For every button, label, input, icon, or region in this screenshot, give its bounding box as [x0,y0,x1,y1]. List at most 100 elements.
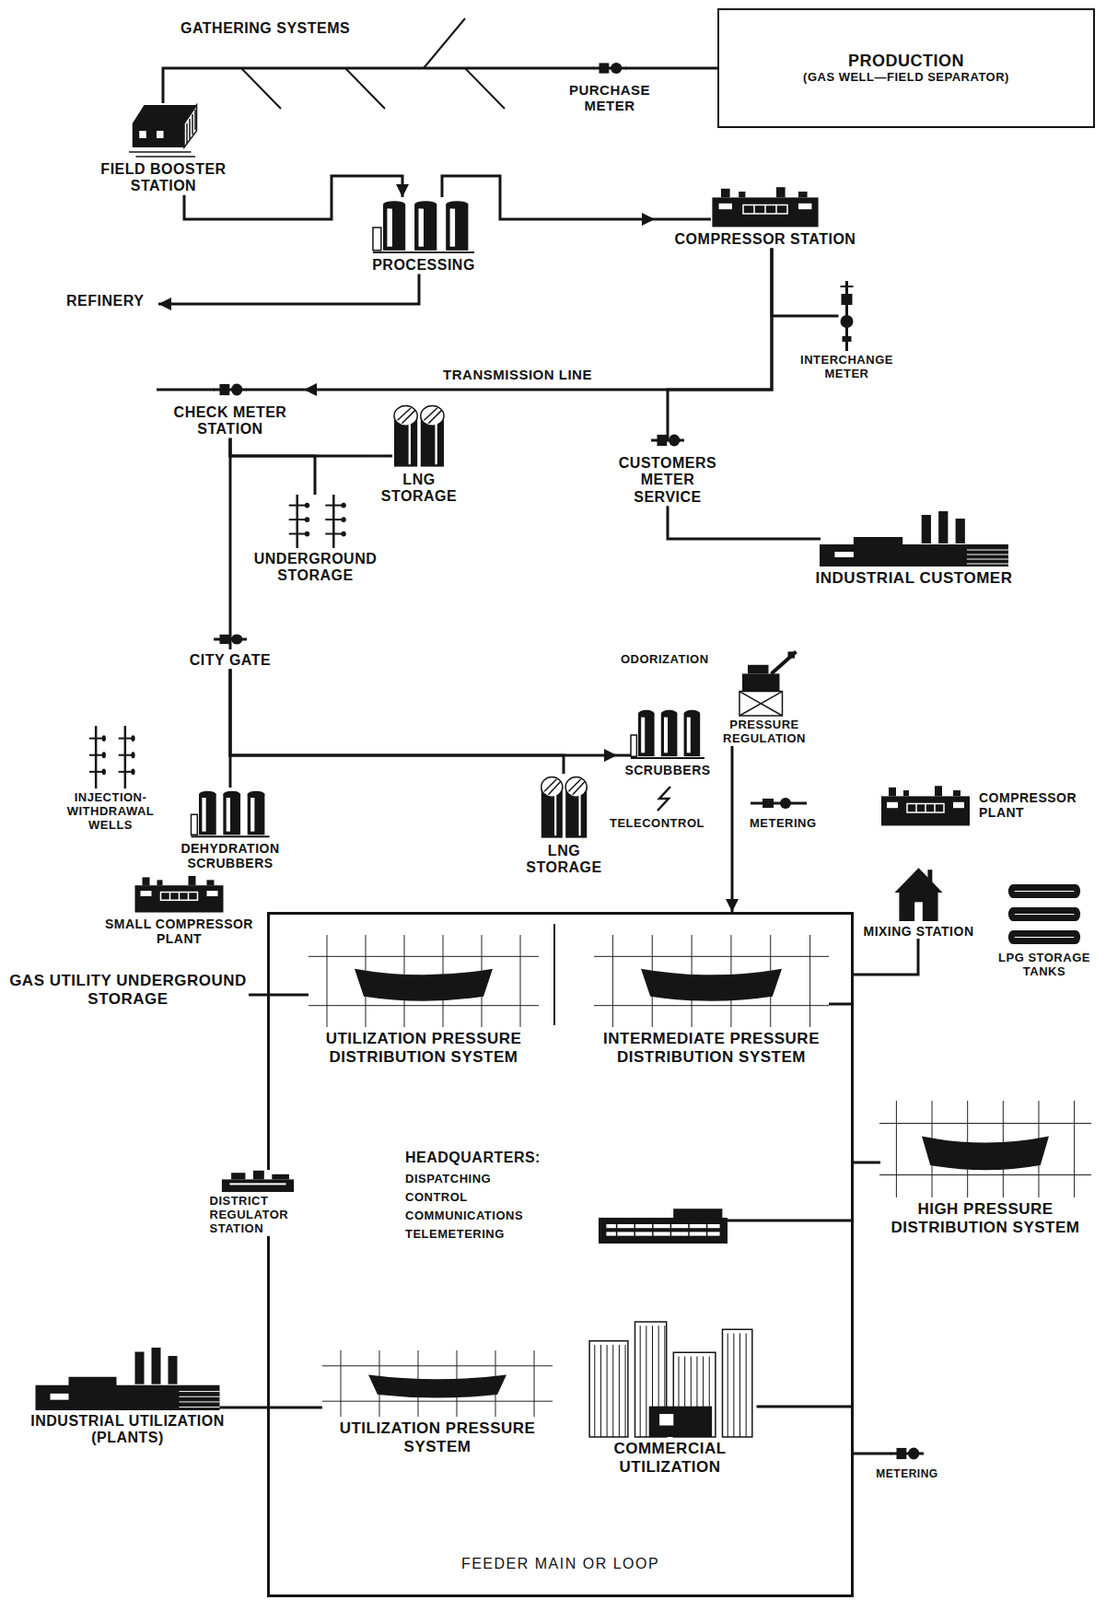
tanks-icon [363,402,475,469]
icon-part [94,725,98,789]
icon-part [135,1351,145,1385]
commercial-utilization: COMMERCIAL UTILIZATION [570,1321,769,1476]
node-text: COMPRESSOR PLANT [978,790,1090,820]
node-text: HIGH PRESSURE DISTRIBUTION SYSTEM [870,1199,1101,1236]
icon-part [659,1413,674,1426]
callout-label: TELECONTROL [607,815,707,830]
icon-part [819,536,1009,567]
icon-part [894,867,943,921]
icon-part [879,1174,1092,1176]
purchase-meter: PURCHASE METER [563,57,656,115]
icon-part [888,787,897,797]
icon-part [771,651,797,674]
icon-part [933,803,936,813]
icon-part [673,1209,722,1220]
pipeline-connector [230,668,618,756]
text-group: UTILIZATION PRESSURE DISTRIBUTION SYSTEM [308,1029,539,1066]
icon-part [921,514,932,544]
icon-part [753,204,756,214]
pipeline-connector [267,993,309,997]
icon-part [191,114,194,135]
node-text: FIELD BOOSTER STATION [85,161,243,196]
icon-part [541,777,563,798]
utilization-pressure-system: UTILIZATION PRESSURE SYSTEM [322,1350,553,1456]
icon-part [222,793,241,835]
icon-part [179,1406,221,1408]
icon-part [102,751,106,758]
gathering-line [345,68,385,109]
icon-part [612,934,614,1027]
factory-icon [5,1347,250,1410]
text-group: CUSTOMERS METER SERVICE [615,454,722,506]
text-group: COMPRESSOR STATION [654,231,876,248]
icon-part [881,785,970,826]
icon-part [198,793,217,835]
hq-icon [598,1204,728,1244]
utilization-pressure-distribution: UTILIZATION PRESSURE DISTRIBUTION SYSTEM [308,934,539,1066]
compressor-plant: COMPRESSOR PLANT [879,782,1101,827]
icon-part [600,1344,602,1437]
icon-part [788,651,796,658]
icon-part [207,890,219,897]
pipeline-connector [158,273,420,304]
text-group: PRESSURE REGULATION [709,718,820,746]
text-group: PRODUCTION(GAS WELL—FIELD SEPARATOR) [721,51,1091,85]
compressor-icon [84,873,274,914]
industrial-customer: INDUSTRIAL CUSTOMER [791,511,1037,588]
icon-part [661,713,678,757]
interchange-meter: INTERCHANGE METER [793,280,900,382]
icon-part [289,518,306,521]
icon-part [934,785,943,796]
icon-part [966,558,1009,560]
pipeline-connector [248,993,268,997]
pipeline-connector [727,1219,854,1223]
icon-part [219,634,230,644]
icon-part [739,1333,741,1438]
icon-part [894,867,943,893]
icon-part [739,691,783,716]
icon-part [798,203,812,210]
mixing-station: MIXING STATION [851,863,986,939]
icon-part [953,802,965,808]
icon-part [35,1347,221,1410]
lng-storage: LNG STORAGE [511,773,618,877]
underground-storage: UNDERGROUND STORAGE [234,494,396,585]
icon-part [394,406,444,467]
meter-icon [156,377,304,402]
icon-part [168,1355,178,1385]
icon-part [589,1340,629,1437]
district-regulator-station: DISTRICT REGULATOR STATION [207,1169,309,1236]
icon-part [605,1232,720,1236]
callout-label: ODORIZATION [618,651,711,666]
text-group: COMPRESSOR PLANT [978,790,1090,820]
reg-icon [207,1169,309,1192]
pipeline-connector [303,247,772,390]
icon-part [322,1350,553,1417]
text-group: FIELD BOOSTER STATION [85,161,243,196]
icon-part [649,1406,712,1437]
meter-pipe [750,802,807,805]
icon-part [745,1333,747,1438]
icon-part [118,754,132,757]
pipeline-connector [768,1405,854,1409]
icon-part [841,293,853,305]
icon-part [719,203,733,210]
icon-part [326,934,328,1027]
icon-part [630,710,705,758]
icon-part [250,797,255,832]
meter-icon [865,1441,949,1466]
industrial-utilization: INDUSTRIAL UTILIZATION (PLANTS) [5,1347,250,1447]
icon-part [188,118,191,140]
icon-part [651,434,685,447]
text-group: PROCESSING [359,256,489,274]
icon-part [191,791,270,838]
node-text: LNG STORAGE [513,842,616,877]
icon-part [140,890,152,897]
compressor-icon [879,782,972,827]
house-icon [851,863,986,921]
icon-part [630,756,705,759]
icon-part [132,123,185,148]
pipeline-connector [230,438,315,495]
preg-icon [704,649,825,716]
icon-part [130,751,135,758]
